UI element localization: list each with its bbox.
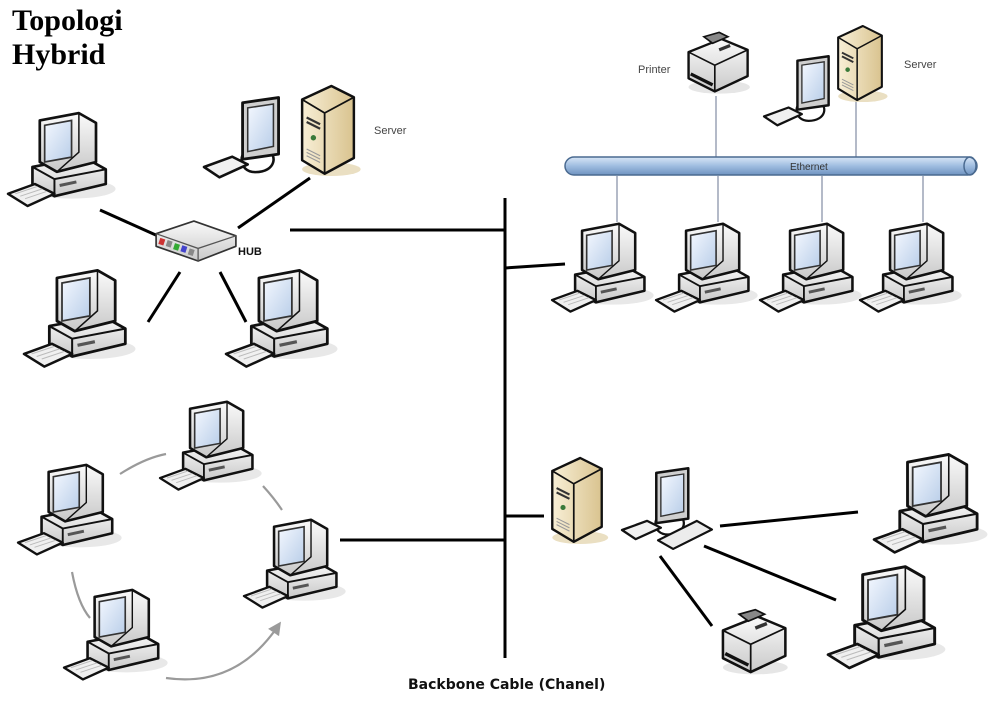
- switch-link-printer: [658, 555, 714, 627]
- star-workstation[interactable]: [202, 96, 281, 179]
- bus-client-2[interactable]: [654, 222, 760, 313]
- bus-printer-label: Printer: [638, 64, 671, 76]
- hub-link-server: [237, 176, 311, 230]
- bus-client-4[interactable]: [858, 222, 964, 313]
- ring-client-3[interactable]: [242, 518, 348, 609]
- ring-client-1[interactable]: [158, 400, 264, 491]
- bus-to-backbone-link: [504, 262, 566, 270]
- tree-workstation[interactable]: [620, 467, 690, 541]
- bus-server-icon[interactable]: [836, 24, 889, 104]
- title-line-2: Hybrid: [12, 38, 106, 71]
- star-client-2[interactable]: [22, 268, 137, 369]
- ring-link-1: [119, 452, 167, 475]
- ring-link-2: [262, 485, 283, 511]
- bus-server-label: Server: [904, 59, 937, 71]
- title-line-1: Topologi: [12, 4, 123, 37]
- backbone-label: Backbone Cable (Chanel): [408, 677, 605, 693]
- ethernet-label: Ethernet: [790, 162, 828, 173]
- bus-printer-icon[interactable]: [686, 30, 752, 96]
- bus-workstation[interactable]: [762, 54, 830, 127]
- ring-topology-segment: [16, 400, 505, 681]
- tree-client-1[interactable]: [872, 452, 989, 554]
- hub-link-client-1: [99, 208, 159, 238]
- star-topology-segment: Server HUB: [6, 84, 505, 369]
- bus-client-3[interactable]: [758, 222, 864, 313]
- tree-topology-segment: [505, 452, 989, 675]
- switch-link-client-2: [703, 544, 837, 602]
- diagram-title: Topologi Hybrid: [12, 4, 123, 72]
- ring-client-2[interactable]: [16, 463, 124, 556]
- hub-icon[interactable]: [155, 220, 237, 263]
- ring-client-4[interactable]: [62, 588, 170, 681]
- hub-link-client-3: [218, 271, 248, 323]
- tree-client-2[interactable]: [826, 565, 947, 670]
- switch-link-client-1: [719, 510, 859, 528]
- star-server-icon[interactable]: [300, 84, 362, 178]
- ethernet-bus: Ethernet: [564, 156, 978, 176]
- bus-topology-segment: Ethernet Printer Server: [504, 24, 978, 313]
- hub-label: HUB: [238, 246, 262, 258]
- bus-client-1[interactable]: [550, 222, 656, 313]
- ring-link-4: [165, 621, 281, 681]
- ring-link-3: [70, 571, 91, 619]
- tree-server-icon[interactable]: [550, 456, 610, 546]
- star-server-label: Server: [374, 125, 407, 137]
- tree-printer-icon[interactable]: [723, 610, 788, 675]
- hub-link-client-2: [146, 271, 182, 323]
- star-client-1[interactable]: [6, 111, 117, 208]
